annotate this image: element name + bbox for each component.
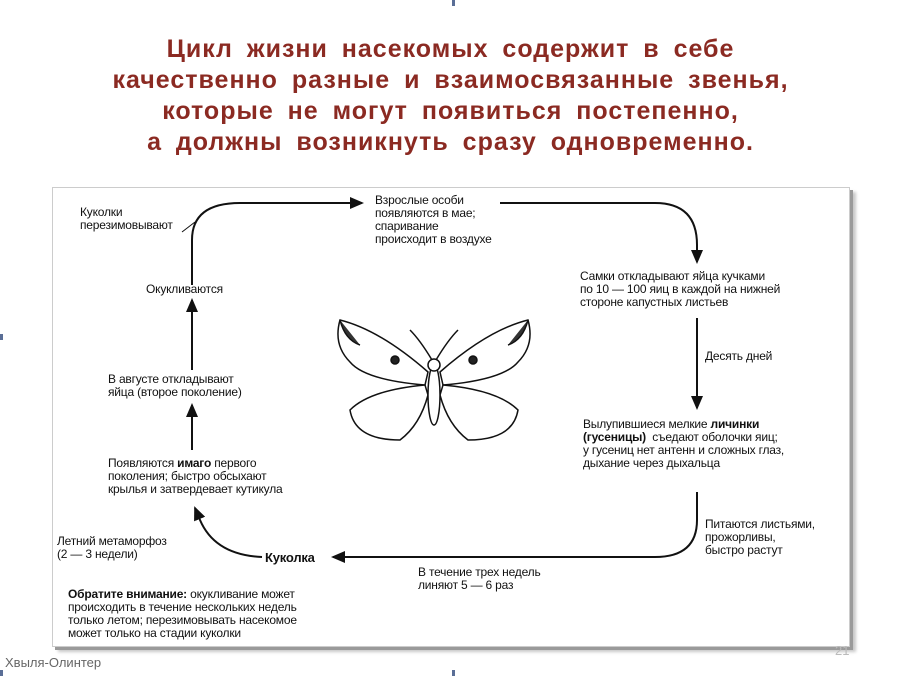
note: Обратите внимание: окукливание может про…	[68, 588, 297, 640]
label-adults: Взрослые особи появляются в мае; спарива…	[375, 193, 492, 246]
label-august: В августе откладывают яйца (второе покол…	[108, 372, 242, 399]
note-bold: Обратите внимание:	[68, 587, 187, 601]
guide-mark	[0, 334, 3, 340]
larvae-text: Вылупившиеся мелкие	[583, 417, 711, 431]
caterpillars-bold: (гусеницы)	[583, 430, 646, 444]
slide-title: Цикл жизни насекомых содержит в себе кач…	[0, 34, 901, 158]
guide-mark	[452, 670, 455, 676]
title-line: качественно разные и взаимосвязанные зве…	[112, 66, 789, 94]
label-molt: В течение трех недель линяют 5 — 6 раз	[418, 565, 541, 592]
arrow-top-right	[500, 202, 703, 264]
larvae-bold: личинки	[710, 417, 760, 431]
label-females-lay: Самки откладывают яйца кучками по 10 — 1…	[580, 269, 781, 309]
label-pupa: Куколка	[265, 550, 315, 565]
label-pupate: Окукливаются	[146, 282, 223, 296]
label-larvae: Вылупившиеся мелкие личинки (гусеницы) с…	[583, 418, 784, 470]
label-pupae-overwinter: Куколки перезимовывают	[80, 205, 173, 232]
arrow-bottom-right	[331, 492, 698, 563]
arrow-summer	[194, 506, 263, 558]
title-line: а должны возникнуть сразу одновременно.	[147, 128, 754, 156]
guide-mark	[0, 670, 3, 676]
label-ten-days: Десять дней	[705, 349, 773, 363]
imago-text: Появляются	[108, 456, 178, 470]
imago-rest: первого поколения; быстро обсыхают крыль…	[108, 456, 283, 496]
guide-mark	[452, 0, 455, 6]
footer-author: Хвыля-Олинтер	[5, 655, 102, 670]
label-summer: Летний метаморфоз (2 — 3 недели)	[57, 534, 167, 561]
note-text: окукливание может происходить в течение …	[68, 587, 297, 640]
page-number: 21	[835, 643, 850, 658]
label-imago: Появляются имаго первого поколения; быст…	[108, 456, 283, 496]
larvae-rest: съедают оболочки яиц; у гусениц нет анте…	[583, 430, 785, 470]
label-feed: Питаются листьями, прожорливы, быстро ра…	[705, 517, 815, 557]
imago-bold: имаго	[177, 456, 212, 470]
title-line: Цикл жизни насекомых содержит в себе	[166, 35, 735, 63]
butterfly-illustration	[337, 319, 531, 441]
arrow-top	[191, 197, 364, 285]
title-line: которые не могут появиться постепенно,	[162, 97, 739, 125]
